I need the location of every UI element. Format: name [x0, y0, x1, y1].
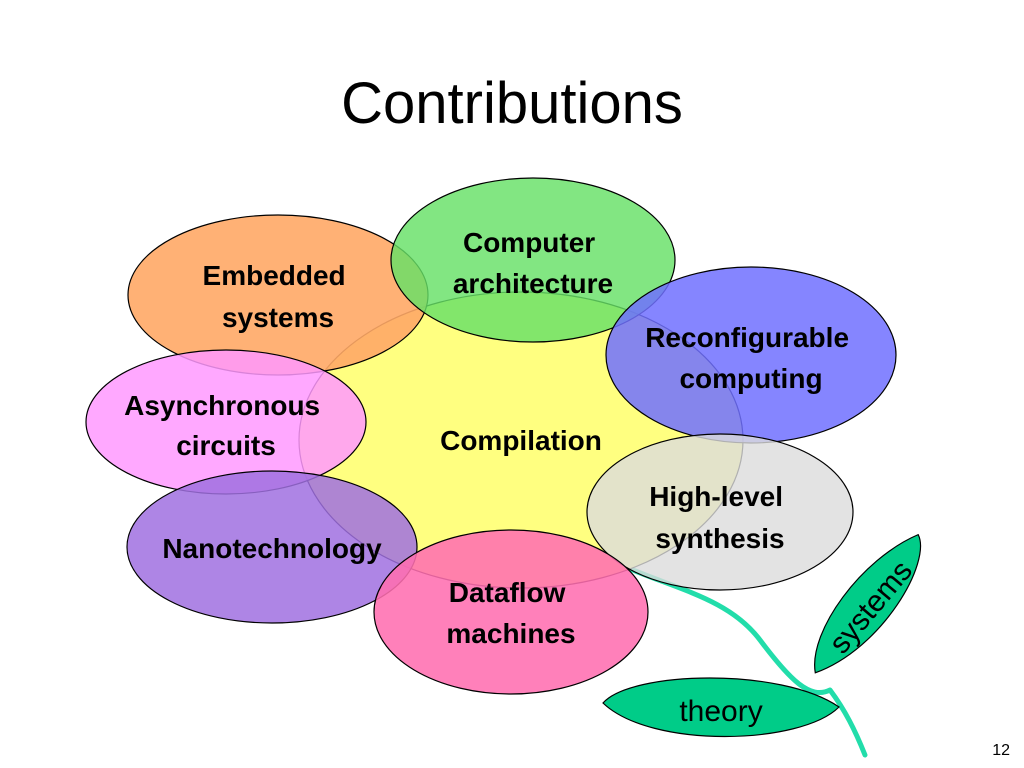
high-level-synthesis-label: High-level synthesis — [649, 481, 791, 554]
computer-architecture-line-1: Computer — [463, 227, 595, 258]
embedded-systems-label: Embedded systems — [203, 260, 354, 333]
high-level-synthesis-line-1: High-level — [649, 481, 783, 512]
dataflow-machines-label: Dataflow machines — [446, 577, 575, 649]
reconfigurable-computing-label: Reconfigurable computing — [645, 322, 857, 394]
reconfigurable-computing-line-1: Reconfigurable — [645, 322, 849, 353]
high-level-synthesis-line-2: synthesis — [655, 523, 784, 554]
dataflow-machines-ellipse — [373, 529, 649, 695]
asynchronous-circuits-line-1: Asynchronous — [124, 390, 320, 421]
embedded-systems-line-2: systems — [222, 302, 334, 333]
theory-leaf-shape — [602, 677, 840, 737]
compilation-label: Compilation — [440, 425, 602, 456]
embedded-systems-ellipse — [127, 214, 429, 376]
nanotechnology-ellipse — [126, 470, 418, 624]
asynchronous-circuits-line-2: circuits — [176, 430, 276, 461]
reconfigurable-computing-line-2: computing — [679, 363, 822, 394]
computer-architecture-ellipse — [390, 177, 676, 343]
theory-leaf-label: theory — [679, 695, 762, 728]
systems-leaf-shape — [814, 533, 922, 674]
asynchronous-circuits-ellipse — [85, 349, 367, 495]
asynchronous-circuits-label: Asynchronous circuits — [124, 390, 328, 461]
page-number: 12 — [992, 742, 1010, 759]
dataflow-machines-line-2: machines — [446, 618, 575, 649]
computer-architecture-label: Computer architecture — [453, 227, 613, 299]
dataflow-machines-line-1: Dataflow — [449, 577, 566, 608]
theory-leaf: theory — [602, 677, 840, 737]
slide-title: Contributions — [341, 71, 683, 136]
high-level-synthesis-ellipse — [586, 433, 854, 591]
computer-architecture-line-2: architecture — [453, 268, 613, 299]
reconfigurable-computing-ellipse — [605, 266, 897, 444]
nanotechnology-label: Nanotechnology — [162, 533, 382, 564]
embedded-systems-line-1: Embedded — [203, 260, 346, 291]
